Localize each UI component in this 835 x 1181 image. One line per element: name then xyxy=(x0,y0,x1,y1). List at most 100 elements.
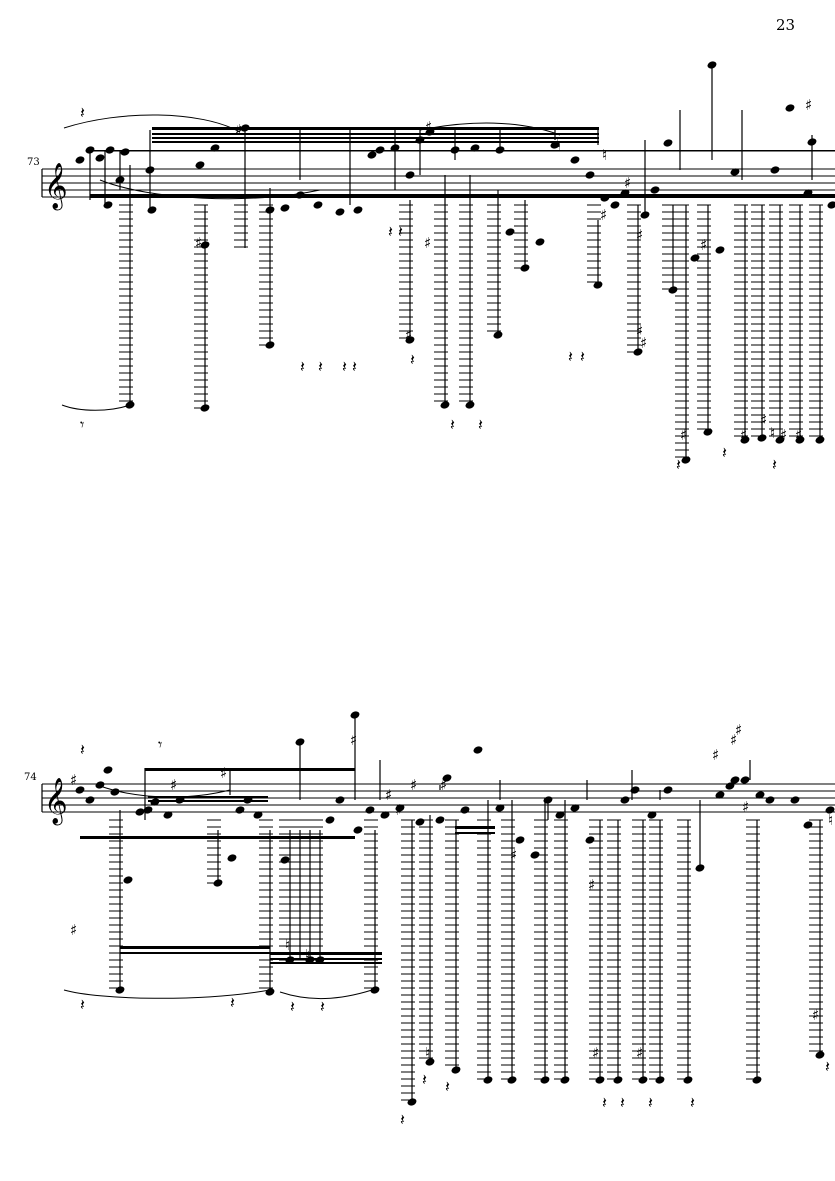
quarter-rest-icon: 𝄽 xyxy=(445,1077,450,1096)
notehead xyxy=(115,176,125,184)
sharp-sign-icon: ♯ xyxy=(636,226,643,244)
sharp-sign-icon: ♯ xyxy=(680,426,687,444)
sharp-sign-icon: ♯ xyxy=(805,96,812,114)
notehead xyxy=(367,151,377,159)
notehead xyxy=(213,879,223,887)
notehead xyxy=(663,139,673,147)
notehead xyxy=(530,851,540,859)
notehead xyxy=(75,156,85,164)
quarter-rest-icon: 𝄽 xyxy=(568,347,573,366)
notehead xyxy=(550,141,560,149)
notehead xyxy=(681,456,691,464)
notehead xyxy=(740,776,750,784)
notehead xyxy=(325,816,335,824)
notehead xyxy=(335,208,345,216)
notehead xyxy=(470,144,480,152)
notehead xyxy=(315,956,325,964)
measure-number-74: 74 xyxy=(24,772,37,783)
notehead xyxy=(740,436,750,444)
notehead xyxy=(175,796,185,804)
notehead xyxy=(815,436,825,444)
notehead xyxy=(200,404,210,412)
notehead xyxy=(655,1076,665,1084)
notehead xyxy=(405,171,415,179)
notehead xyxy=(265,988,275,996)
notehead xyxy=(515,836,525,844)
staff-system-2: 𝄞 ♯♯♯♯♯♯♯♯♯♯♯♯♯♯♯♯♯♯♮♮♮♮ 𝄽𝄽𝄽𝄽𝄽𝄽𝄽𝄽𝄽𝄽𝄽𝄽𝄽𝄾 xyxy=(41,711,835,1129)
quarter-rest-icon: 𝄽 xyxy=(352,357,357,376)
sharp-sign-icon: ♯ xyxy=(70,771,77,789)
quarter-rest-icon: 𝄽 xyxy=(290,997,295,1016)
notehead xyxy=(495,146,505,154)
quarter-rest-icon: 𝄽 xyxy=(450,415,455,434)
notehead xyxy=(451,1066,461,1074)
sharp-sign-icon: ♯ xyxy=(510,846,517,864)
notehead xyxy=(505,228,515,236)
notehead xyxy=(103,766,113,774)
notehead xyxy=(235,806,245,814)
natural-sign-icon: ♮ xyxy=(425,1044,430,1062)
sharp-sign-icon: ♯ xyxy=(440,776,447,794)
sharp-sign-icon: ♯ xyxy=(592,1044,599,1062)
quarter-rest-icon: 𝄽 xyxy=(410,350,415,369)
notehead xyxy=(227,854,237,862)
notehead xyxy=(407,1098,417,1106)
notehead xyxy=(210,144,220,152)
notehead xyxy=(600,194,610,202)
notehead xyxy=(620,796,630,804)
notehead xyxy=(570,804,580,812)
notehead xyxy=(633,348,643,356)
notehead xyxy=(715,246,725,254)
notehead xyxy=(390,144,400,152)
staff-system-1: 𝄞 ♯♯♯♯♯♯♯♯♯♯♯♯♯♯♯♯♯♮♮♮ 𝄽𝄽𝄽𝄽𝄽𝄽𝄽𝄽𝄽𝄽𝄽𝄽𝄽𝄽𝄽𝄾 xyxy=(41,61,835,474)
notehead xyxy=(755,791,765,799)
natural-sign-icon: ♮ xyxy=(556,136,561,154)
notehead xyxy=(425,1058,435,1066)
notehead xyxy=(240,124,250,132)
notehead xyxy=(770,166,780,174)
sharp-sign-icon: ♯ xyxy=(195,234,202,252)
quarter-rest-icon: 𝄽 xyxy=(320,997,325,1016)
notehead xyxy=(650,186,660,194)
notehead xyxy=(647,811,657,819)
sharp-sign-icon: ♯ xyxy=(410,776,417,794)
notehead xyxy=(483,1076,493,1084)
quarter-rest-icon: 𝄽 xyxy=(80,740,85,759)
notehead xyxy=(405,336,415,344)
notehead xyxy=(353,206,363,214)
natural-sign-icon: ♮ xyxy=(305,946,310,964)
sharp-sign-icon: ♯ xyxy=(395,801,402,819)
sharp-sign-icon: ♯ xyxy=(624,174,631,192)
notehead xyxy=(610,201,620,209)
notehead xyxy=(200,241,210,249)
notehead xyxy=(370,986,380,994)
notehead xyxy=(690,254,700,262)
notehead xyxy=(815,1051,825,1059)
notehead xyxy=(95,154,105,162)
notehead xyxy=(75,786,85,794)
sharp-sign-icon: ♯ xyxy=(730,731,737,749)
notehead xyxy=(827,201,835,209)
quarter-rest-icon: 𝄽 xyxy=(825,1057,830,1076)
sharp-sign-icon: ♯ xyxy=(700,236,707,254)
sharp-sign-icon: ♯ xyxy=(220,764,227,782)
notehead xyxy=(493,331,503,339)
sharp-sign-icon: ♯ xyxy=(600,206,607,224)
notehead xyxy=(695,864,705,872)
notehead xyxy=(435,816,445,824)
sharp-sign-icon: ♯ xyxy=(70,921,77,939)
notehead xyxy=(663,786,673,794)
eighth-rest-icon: 𝄾 xyxy=(80,415,84,434)
quarter-rest-icon: 𝄽 xyxy=(602,1093,607,1112)
notehead xyxy=(253,811,263,819)
sharp-sign-icon: ♯ xyxy=(760,411,767,429)
notehead xyxy=(143,806,153,814)
notehead xyxy=(540,1076,550,1084)
notehead xyxy=(145,166,155,174)
notehead xyxy=(150,798,160,806)
notehead xyxy=(295,191,305,199)
notehead xyxy=(425,128,435,136)
notehead xyxy=(415,818,425,826)
notehead xyxy=(790,796,800,804)
notehead xyxy=(638,1076,648,1084)
